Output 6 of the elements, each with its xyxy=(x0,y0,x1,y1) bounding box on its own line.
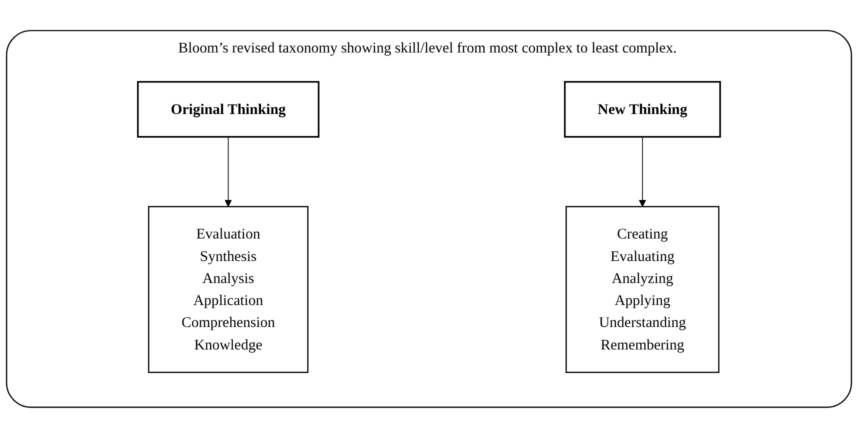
node-box: Original Thinking xyxy=(137,80,320,138)
arrow xyxy=(224,136,232,206)
node-box: Creating Evaluating Analyzing Applying Understanding Remembering xyxy=(566,206,720,373)
node-box: Evaluation Synthesis Analysis Application Comprehension Knowledge xyxy=(148,206,308,373)
arrow xyxy=(638,136,646,206)
node-box: New Thinking xyxy=(564,80,721,138)
